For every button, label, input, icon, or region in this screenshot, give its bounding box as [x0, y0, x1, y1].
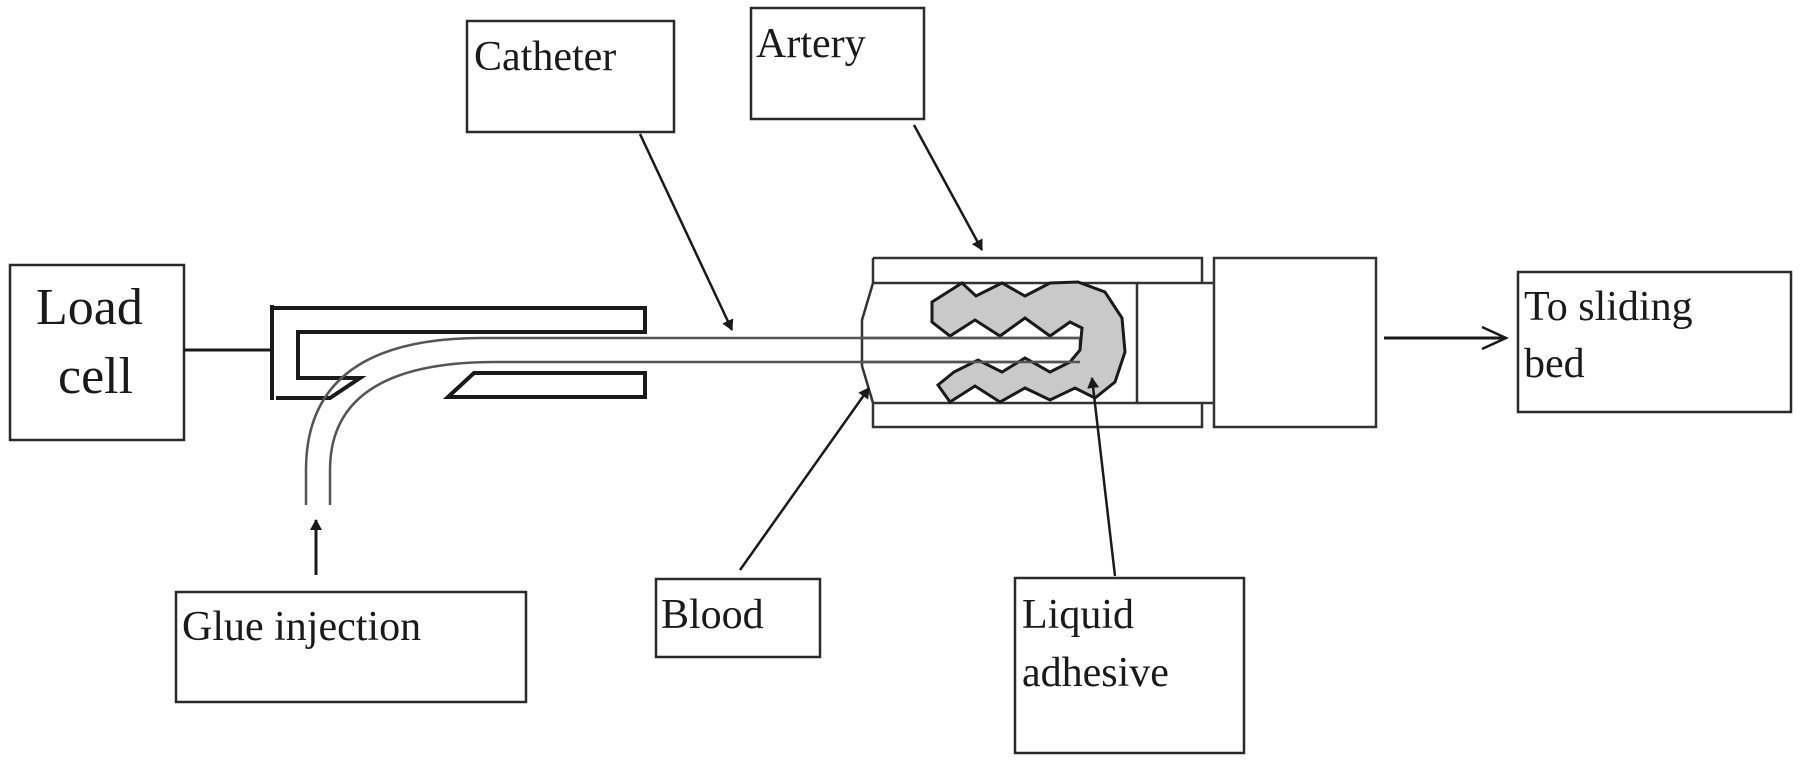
load-cell-text-line1: Load — [36, 279, 143, 336]
artery-pointer-arrow — [912, 124, 984, 251]
blood-text: Blood — [661, 592, 764, 638]
artery-text: Artery — [756, 21, 866, 67]
blood-pointer-arrow — [738, 387, 871, 571]
load-cell-label-box: Load cell — [8, 263, 186, 442]
to-sliding-bed-text-line2: bed — [1524, 341, 1585, 387]
artery-housing — [860, 256, 1378, 429]
catheter-tip — [860, 336, 1080, 364]
artery-label-box: Artery — [749, 6, 926, 121]
liquid-adhesive-text-line1: Liquid — [1022, 592, 1134, 638]
catheter-label-box: Catheter — [465, 19, 676, 134]
liquid-adhesive-text-line2: adhesive — [1022, 650, 1169, 696]
glue-injection-text: Glue injection — [182, 604, 421, 650]
liquid-adhesive-blob — [930, 280, 1127, 405]
load-cell-text-line2: cell — [58, 348, 133, 405]
blood-label-box: Blood — [654, 577, 822, 659]
liquid-adhesive-label-box: Liquid adhesive — [1013, 576, 1246, 755]
glue-injection-label-box: Glue injection — [174, 590, 528, 704]
catheter-pointer-arrow — [638, 133, 734, 331]
liquid-adhesive-pointer-arrow — [1087, 377, 1117, 577]
to-sliding-bed-text-line1: To sliding — [1524, 284, 1693, 330]
catheter-text: Catheter — [474, 34, 616, 80]
to-sliding-bed-label-box: To sliding bed — [1516, 270, 1793, 414]
catheter-grip — [270, 305, 647, 400]
